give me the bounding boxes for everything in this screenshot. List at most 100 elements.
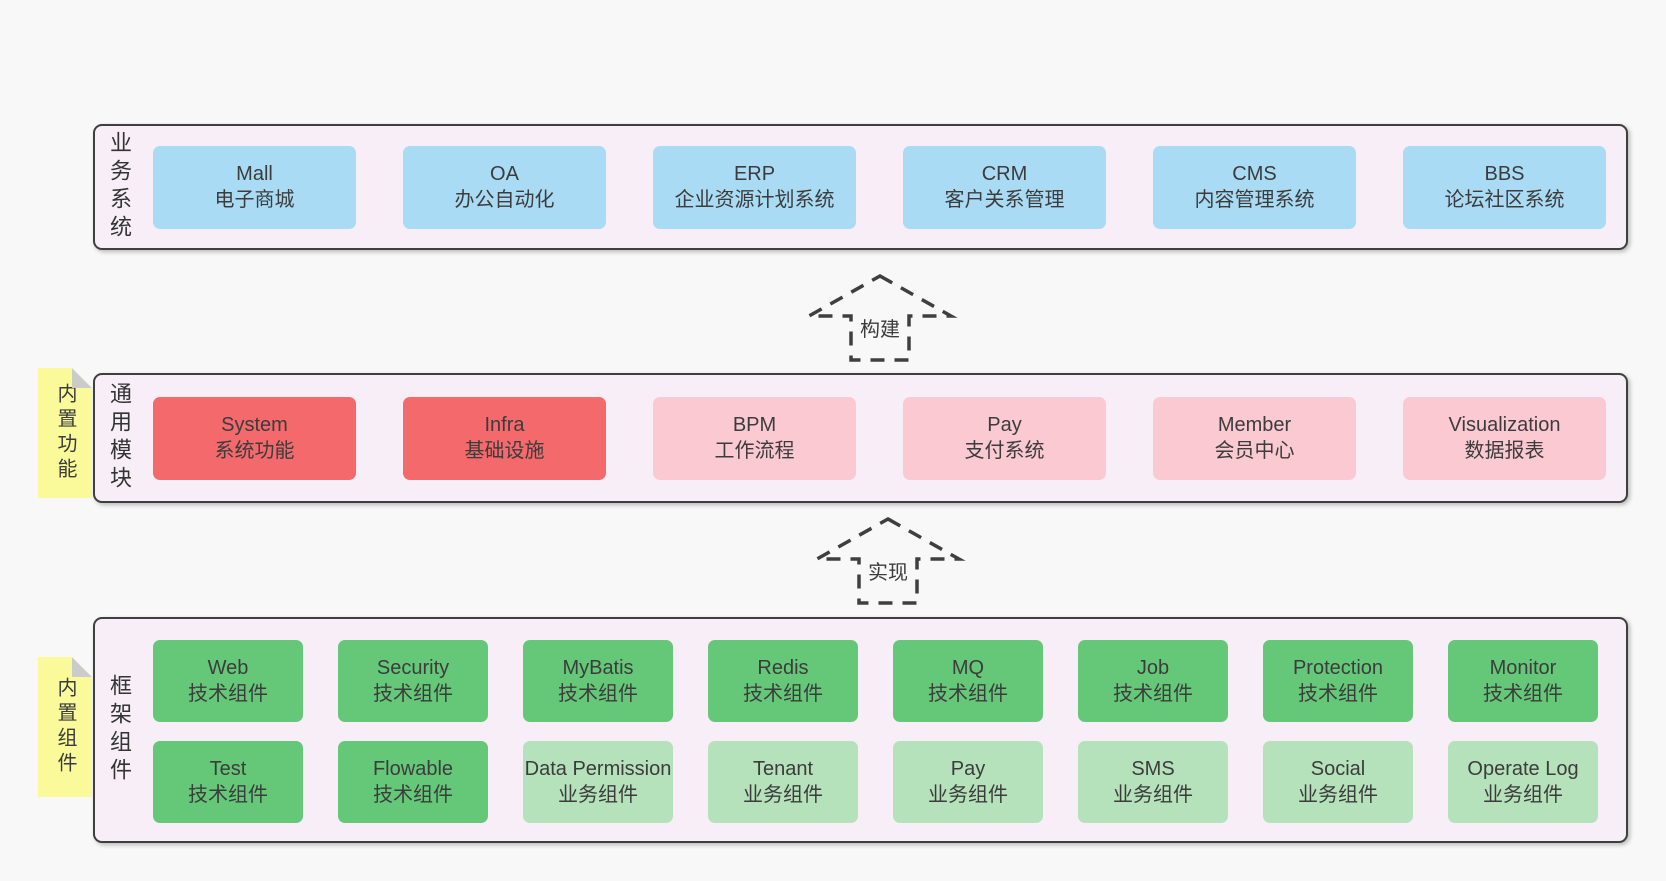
- box-title: System: [221, 414, 288, 436]
- tier-label-framework-components: 框架组件: [107, 674, 132, 786]
- box-web: Web 技术组件: [153, 640, 303, 722]
- box-subtitle: 支付系统: [964, 440, 1045, 462]
- components-row-1: Web 技术组件 Security 技术组件 MyBatis 技术组件 Redi…: [153, 640, 1598, 722]
- box-subtitle: 业务组件: [558, 784, 638, 806]
- sticky-note-built-in-features: 内置功能: [38, 368, 92, 498]
- box-subtitle: 业务组件: [928, 784, 1008, 806]
- components-row-2: Test 技术组件 Flowable 技术组件 Data Permission …: [153, 741, 1598, 823]
- box-bpm: BPM 工作流程: [653, 396, 856, 480]
- box-security: Security 技术组件: [338, 640, 488, 722]
- arrow-implement: 实现: [810, 515, 966, 607]
- box-data-permission: Data Permission 业务组件: [523, 741, 673, 823]
- box-title: Social: [1310, 758, 1366, 780]
- box-erp: ERP 企业资源计划系统: [653, 145, 856, 229]
- tier-label-common-modules: 通用模块: [107, 382, 132, 494]
- box-title: Job: [1136, 657, 1170, 679]
- box-title: Web: [207, 657, 249, 679]
- box-subtitle: 论坛社区系统: [1444, 189, 1565, 211]
- box-subtitle: 业务组件: [1298, 784, 1378, 806]
- dashed-up-arrow-icon: [802, 273, 958, 362]
- box-bbs: BBS 论坛社区系统: [1403, 145, 1606, 229]
- box-monitor: Monitor 技术组件: [1448, 640, 1598, 722]
- box-protection: Protection 技术组件: [1263, 640, 1413, 722]
- box-test: Test 技术组件: [153, 741, 303, 823]
- box-title: ERP: [733, 163, 776, 185]
- box-title: Protection: [1292, 657, 1384, 679]
- arrow-implement-label: 实现: [865, 555, 911, 587]
- box-title: Tenant: [752, 758, 814, 780]
- box-job: Job 技术组件: [1078, 640, 1228, 722]
- box-operate-log: Operate Log 业务组件: [1448, 741, 1598, 823]
- tier-business-systems: 业务系统 Mall 电子商城 OA 办公自动化 ERP 企业资源计划系统 CRM…: [93, 124, 1628, 250]
- box-cms: CMS 内容管理系统: [1153, 145, 1356, 229]
- box-member: Member 会员中心: [1153, 396, 1356, 480]
- box-subtitle: 会员中心: [1214, 440, 1295, 462]
- box-subtitle: 技术组件: [1483, 683, 1563, 705]
- arrow-build-label: 构建: [857, 312, 903, 344]
- box-subtitle: 系统功能: [214, 440, 295, 462]
- box-title: Pay: [950, 758, 986, 780]
- box-title: CRM: [981, 163, 1028, 185]
- box-mq: MQ 技术组件: [893, 640, 1043, 722]
- box-title: Mall: [236, 163, 273, 185]
- box-subtitle: 技术组件: [1113, 683, 1193, 705]
- business-box-row: Mall 电子商城 OA 办公自动化 ERP 企业资源计划系统 CRM 客户关系…: [153, 126, 1606, 248]
- box-title: OA: [490, 163, 519, 185]
- box-subtitle: 技术组件: [928, 683, 1008, 705]
- box-sms: SMS 业务组件: [1078, 741, 1228, 823]
- box-title: Pay: [987, 414, 1022, 436]
- box-flowable: Flowable 技术组件: [338, 741, 488, 823]
- box-subtitle: 电子商城: [214, 189, 295, 211]
- box-title: Security: [376, 657, 450, 679]
- box-subtitle: 技术组件: [558, 683, 638, 705]
- box-subtitle: 业务组件: [1483, 784, 1563, 806]
- box-infra: Infra 基础设施: [403, 396, 606, 480]
- box-pay-module: Pay 支付系统: [903, 396, 1106, 480]
- box-subtitle: 企业资源计划系统: [674, 189, 835, 211]
- box-system: System 系统功能: [153, 396, 356, 480]
- box-subtitle: 技术组件: [373, 784, 453, 806]
- box-title: Visualization: [1448, 414, 1561, 436]
- box-title: Flowable: [372, 758, 454, 780]
- box-subtitle: 工作流程: [714, 440, 795, 462]
- tier-common-modules: 通用模块 System 系统功能 Infra 基础设施 BPM 工作流程 Pay…: [93, 373, 1628, 503]
- box-subtitle: 技术组件: [188, 683, 268, 705]
- box-subtitle: 客户关系管理: [944, 189, 1065, 211]
- box-title: Monitor: [1489, 657, 1557, 679]
- box-subtitle: 业务组件: [743, 784, 823, 806]
- box-title: Redis: [757, 657, 809, 679]
- box-pay-component: Pay 业务组件: [893, 741, 1043, 823]
- box-subtitle: 技术组件: [373, 683, 453, 705]
- box-title: SMS: [1131, 758, 1175, 780]
- box-subtitle: 办公自动化: [454, 189, 555, 211]
- modules-box-row: System 系统功能 Infra 基础设施 BPM 工作流程 Pay 支付系统…: [153, 375, 1606, 501]
- dashed-up-arrow-icon: [810, 516, 966, 605]
- sticky-note-built-in-components: 内置组件: [38, 657, 92, 797]
- box-subtitle: 技术组件: [743, 683, 823, 705]
- box-title: BBS: [1484, 163, 1525, 185]
- box-title: MQ: [951, 657, 985, 679]
- box-title: BPM: [732, 414, 777, 436]
- sticky-note-label: 内置功能: [54, 383, 76, 483]
- box-title: Test: [209, 758, 247, 780]
- box-subtitle: 技术组件: [1298, 683, 1378, 705]
- box-title: MyBatis: [562, 657, 634, 679]
- sticky-note-label: 内置组件: [54, 677, 76, 777]
- box-mall: Mall 电子商城: [153, 145, 356, 229]
- components-rows: Web 技术组件 Security 技术组件 MyBatis 技术组件 Redi…: [153, 640, 1598, 823]
- box-title: Operate Log: [1467, 758, 1579, 780]
- box-title: Member: [1217, 414, 1292, 436]
- box-social: Social 业务组件: [1263, 741, 1413, 823]
- box-mybatis: MyBatis 技术组件: [523, 640, 673, 722]
- box-title: Infra: [484, 414, 525, 436]
- box-subtitle: 业务组件: [1113, 784, 1193, 806]
- box-title: Data Permission: [524, 758, 672, 780]
- box-oa: OA 办公自动化: [403, 145, 606, 229]
- box-crm: CRM 客户关系管理: [903, 145, 1106, 229]
- box-redis: Redis 技术组件: [708, 640, 858, 722]
- box-subtitle: 内容管理系统: [1194, 189, 1315, 211]
- box-title: CMS: [1232, 163, 1277, 185]
- box-visualization: Visualization 数据报表: [1403, 396, 1606, 480]
- tier-label-business-systems: 业务系统: [107, 131, 132, 243]
